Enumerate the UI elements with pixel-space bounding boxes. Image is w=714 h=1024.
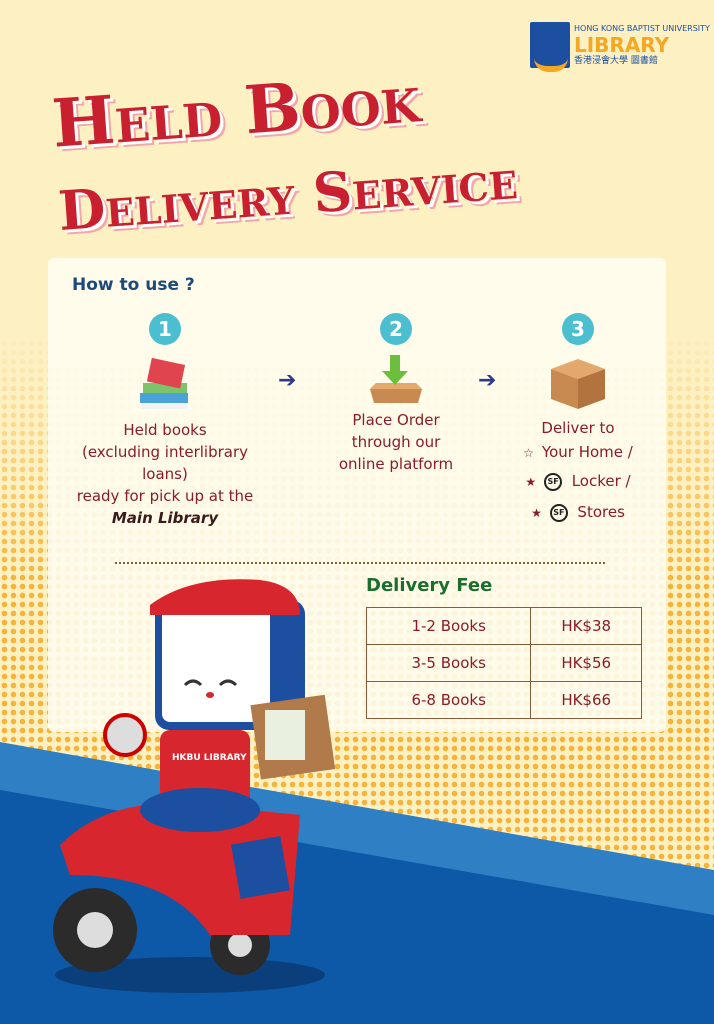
step-number: 2: [380, 313, 412, 345]
delivery-fee-heading: Delivery Fee: [366, 575, 493, 596]
step-emphasis: Main Library: [111, 509, 219, 527]
arrow-right-icon: ➔: [278, 368, 297, 393]
step-text: online platform: [338, 455, 454, 473]
books-range: 6-8 Books: [365, 681, 532, 719]
parcel-icon: [478, 353, 678, 413]
arrow-right-icon: ➔: [478, 368, 497, 393]
fee-price: HK$66: [530, 681, 642, 719]
shirt-text: HKBU LIBRARY: [172, 753, 247, 763]
logo-library: LIBRARY: [574, 32, 670, 57]
hkbu-library-logo: HONG KONG BAPTIST UNIVERSITY LIBRARY 香港浸…: [530, 22, 710, 72]
star-outline-icon: ☆: [523, 446, 534, 460]
title-line-2: Delivery Service: [56, 147, 520, 243]
title-line-1: Held Book: [49, 59, 423, 163]
box-order-icon: [296, 353, 496, 405]
option-label: Locker /: [571, 472, 631, 490]
star-icon: ★: [531, 506, 542, 520]
books-range: 1-2 Books: [365, 607, 532, 645]
step-text: Place Order: [352, 411, 440, 429]
fee-price: HK$56: [530, 644, 642, 682]
step-text: (excluding interlibrary loans): [81, 443, 249, 483]
step-number: 3: [562, 313, 594, 345]
dotted-divider: [115, 562, 605, 564]
sf-express-icon: SF: [549, 503, 568, 522]
star-icon: ★: [525, 475, 537, 489]
step-3: 3 Deliver to ☆ Your Home / ★ SF Locker / ★…: [478, 313, 678, 528]
books-range: 3-5 Books: [365, 644, 532, 682]
step-text: Deliver to: [541, 419, 615, 437]
delivery-option-home: ☆ Your Home /: [478, 439, 678, 466]
step-text: ready for pick up at the: [76, 487, 254, 505]
step-number: 1: [149, 313, 181, 345]
fee-price: HK$38: [530, 607, 642, 645]
sf-express-icon: SF: [544, 472, 563, 491]
option-label: Your Home /: [541, 443, 633, 461]
step-text: through our: [351, 433, 441, 451]
hkbu-logo-icon: [530, 22, 570, 72]
logo-chinese: 香港浸會大學 圖書館: [574, 55, 658, 66]
option-label: Stores: [577, 503, 625, 521]
step-2: 2 Place Order through our online platfor…: [296, 313, 496, 475]
books-icon: [65, 353, 265, 415]
how-to-heading: How to use ?: [72, 275, 195, 295]
step-text: Held books: [123, 421, 207, 439]
delivery-option-stores: ★ SF Stores: [478, 497, 678, 528]
mascot-scooter-illustration: HKBU LIBRARY: [53, 579, 336, 993]
logo-university: HONG KONG BAPTIST UNIVERSITY: [574, 23, 710, 33]
delivery-option-locker: ★ SF Locker /: [478, 466, 678, 497]
step-1: 1 Held books (excluding interlibrary loa…: [65, 313, 265, 529]
